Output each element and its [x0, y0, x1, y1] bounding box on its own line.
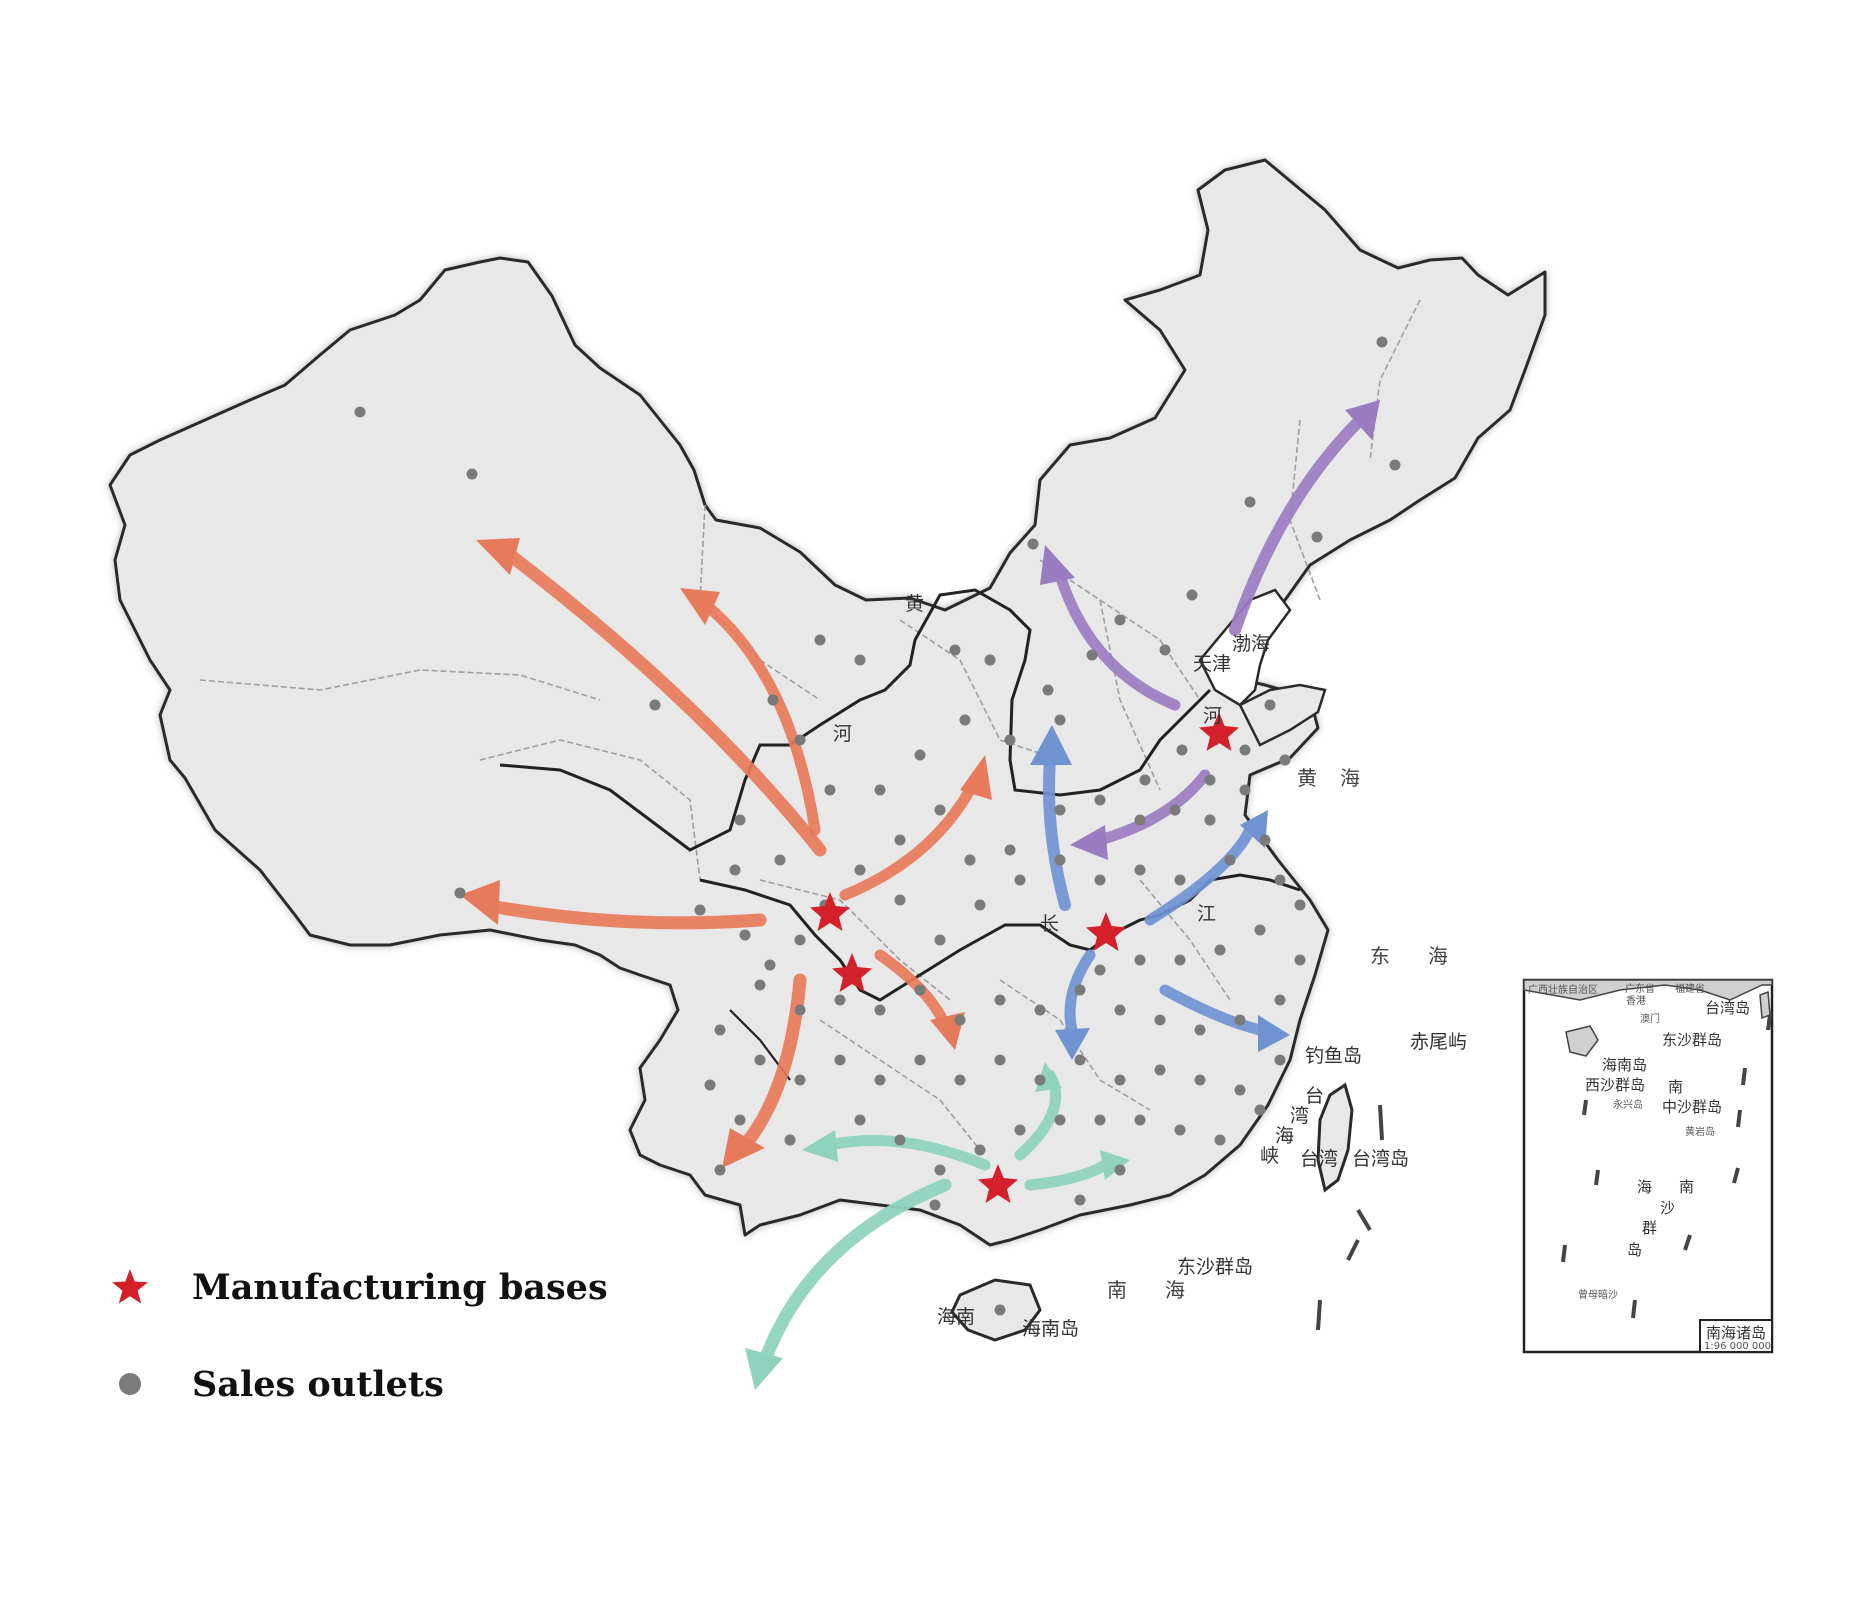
- arrow-west-4: [839, 784, 976, 901]
- base-chengdu: [810, 892, 850, 931]
- arrow-north-2-head: [1040, 545, 1075, 585]
- label-yellow-river-1: 黄: [905, 593, 924, 615]
- arrow-east-4: [1159, 984, 1266, 1036]
- label-yellow-sea-2: 海: [1340, 766, 1362, 790]
- label-taiwan-island: 台湾岛: [1352, 1148, 1409, 1170]
- arrow-east-3-head: [1055, 1028, 1090, 1060]
- star-icon: [108, 1265, 152, 1309]
- arrow-south-4-head: [745, 1348, 783, 1390]
- arrow-east-1: [1043, 754, 1071, 911]
- arrow-east-1-head: [1030, 725, 1072, 765]
- arrow-west-3-head: [460, 880, 500, 925]
- inset-taiwan-island: 台湾岛: [1705, 999, 1750, 1017]
- south-china-sea-inset: 广西壮族自治区 广东省 福建省 香港 澳门 台湾岛 海南岛 东沙群岛 西沙群岛 …: [1522, 978, 1774, 1354]
- label-dongsha: 东沙群岛: [1177, 1256, 1253, 1278]
- inset-title: 南海诸岛: [1706, 1324, 1766, 1342]
- inset-scale: 1:96 000 000: [1704, 1341, 1771, 1352]
- inset-dongsha: 东沙群岛: [1662, 1031, 1722, 1049]
- inset-qun: 群: [1642, 1219, 1657, 1237]
- inset-xisha: 西沙群岛: [1585, 1076, 1645, 1094]
- label-bohai: 渤海: [1232, 633, 1270, 655]
- inset-huangyan: 黄岩岛: [1685, 1125, 1715, 1138]
- arrow-north-1: [1229, 414, 1366, 636]
- arrow-south-3-head: [1100, 1150, 1130, 1180]
- inset-macau: 澳门: [1640, 1012, 1660, 1025]
- legend-row-sales: Sales outlets: [108, 1359, 444, 1409]
- yellow-river: [499, 588, 1212, 852]
- label-taiwan: 台湾: [1300, 1148, 1338, 1170]
- map-text-labels: 天津 渤海 黄 海 黄 河 河 长 江 东 海 钓鱼岛 赤尾屿 台 湾 海 峡 …: [833, 593, 1467, 1340]
- inset-fujian: 福建省: [1675, 982, 1705, 995]
- label-taiwan-strait-2: 湾: [1290, 1105, 1309, 1127]
- label-yangtze-2: 江: [1197, 903, 1216, 925]
- base-wuhan: [1086, 912, 1126, 951]
- arrow-north-1-head: [1345, 400, 1380, 440]
- legend: Manufacturing bases Sales outlets: [108, 1262, 668, 1422]
- legend-sales-label: Sales outlets: [192, 1363, 444, 1405]
- arrow-north-3-head: [1070, 825, 1108, 860]
- label-taiwan-strait-3: 海: [1275, 1125, 1294, 1147]
- shandong-peninsula: [1238, 683, 1327, 747]
- taiwan-island-shape: [1316, 1082, 1354, 1193]
- legend-manufacturing-label: Manufacturing bases: [192, 1266, 608, 1308]
- label-tianjin: 天津: [1193, 653, 1231, 675]
- label-yellow-sea-1: 黄: [1297, 766, 1319, 790]
- label-diaoyu: 钓鱼岛: [1305, 1045, 1362, 1067]
- label-taiwan-strait-4: 峡: [1260, 1145, 1279, 1167]
- inset-hainan-island: 海南岛: [1602, 1056, 1647, 1074]
- inset-yongxing: 永兴岛: [1613, 1098, 1643, 1111]
- legend-row-manufacturing: Manufacturing bases: [108, 1262, 608, 1312]
- inset-hongkong: 香港: [1626, 995, 1646, 1007]
- arrow-west-1-head: [476, 538, 520, 575]
- arrow-west-2: [694, 594, 821, 836]
- arrow-east-4-head: [1258, 1015, 1290, 1052]
- label-hainan: 海南: [937, 1306, 975, 1328]
- south-china-sea-dashes: [1316, 1104, 1384, 1331]
- inset-dao: 岛: [1627, 1241, 1642, 1259]
- arrow-south-3: [1024, 1159, 1111, 1191]
- arrow-west-3: [478, 898, 767, 930]
- inset-nan2: 南: [1679, 1178, 1694, 1196]
- inset-hai: 海: [1637, 1178, 1652, 1196]
- label-taiwan-strait-1: 台: [1305, 1085, 1324, 1107]
- arrow-west-1: [503, 548, 827, 857]
- label-chiwei: 赤尾屿: [1410, 1031, 1467, 1053]
- label-yellow-river-2: 河: [833, 723, 852, 745]
- arrow-west-4-head: [960, 755, 992, 800]
- label-yangtze-1: 长: [1040, 913, 1059, 935]
- label-south-sea-1: 南: [1107, 1278, 1129, 1302]
- label-hebei: 河: [1203, 705, 1222, 727]
- inset-zengmu: 曾母暗沙: [1578, 1288, 1618, 1301]
- base-jinan: [1199, 712, 1239, 751]
- label-south-sea-2: 海: [1165, 1278, 1187, 1302]
- inset-zhongsha: 中沙群岛: [1662, 1098, 1722, 1116]
- mainland-china-shape: [108, 158, 1547, 1247]
- inset-sha: 沙: [1660, 1199, 1675, 1217]
- arrow-south-4: [758, 1178, 952, 1367]
- inset-nan: 南: [1668, 1078, 1683, 1096]
- manufacturing-bases: [810, 712, 1239, 1203]
- arrow-west-2-head: [680, 588, 720, 625]
- base-guangzhou: [978, 1164, 1018, 1203]
- dot-icon: [108, 1362, 152, 1406]
- arrow-east-2: [1144, 824, 1256, 926]
- arrow-south-1-head: [802, 1130, 838, 1162]
- base-chongqing: [832, 953, 872, 992]
- inset-guangxi: 广西壮族自治区: [1528, 983, 1598, 996]
- arrow-west-6-head: [722, 1128, 765, 1168]
- label-east-sea-2: 海: [1428, 944, 1450, 968]
- label-hainan-island: 海南岛: [1022, 1318, 1079, 1340]
- arrow-north-3: [1094, 769, 1211, 846]
- label-east-sea-1: 东: [1370, 944, 1392, 968]
- sales-outlets: [354, 336, 1401, 1316]
- inset-guangdong: 广东省: [1625, 982, 1655, 995]
- arrow-north-2: [1054, 569, 1181, 711]
